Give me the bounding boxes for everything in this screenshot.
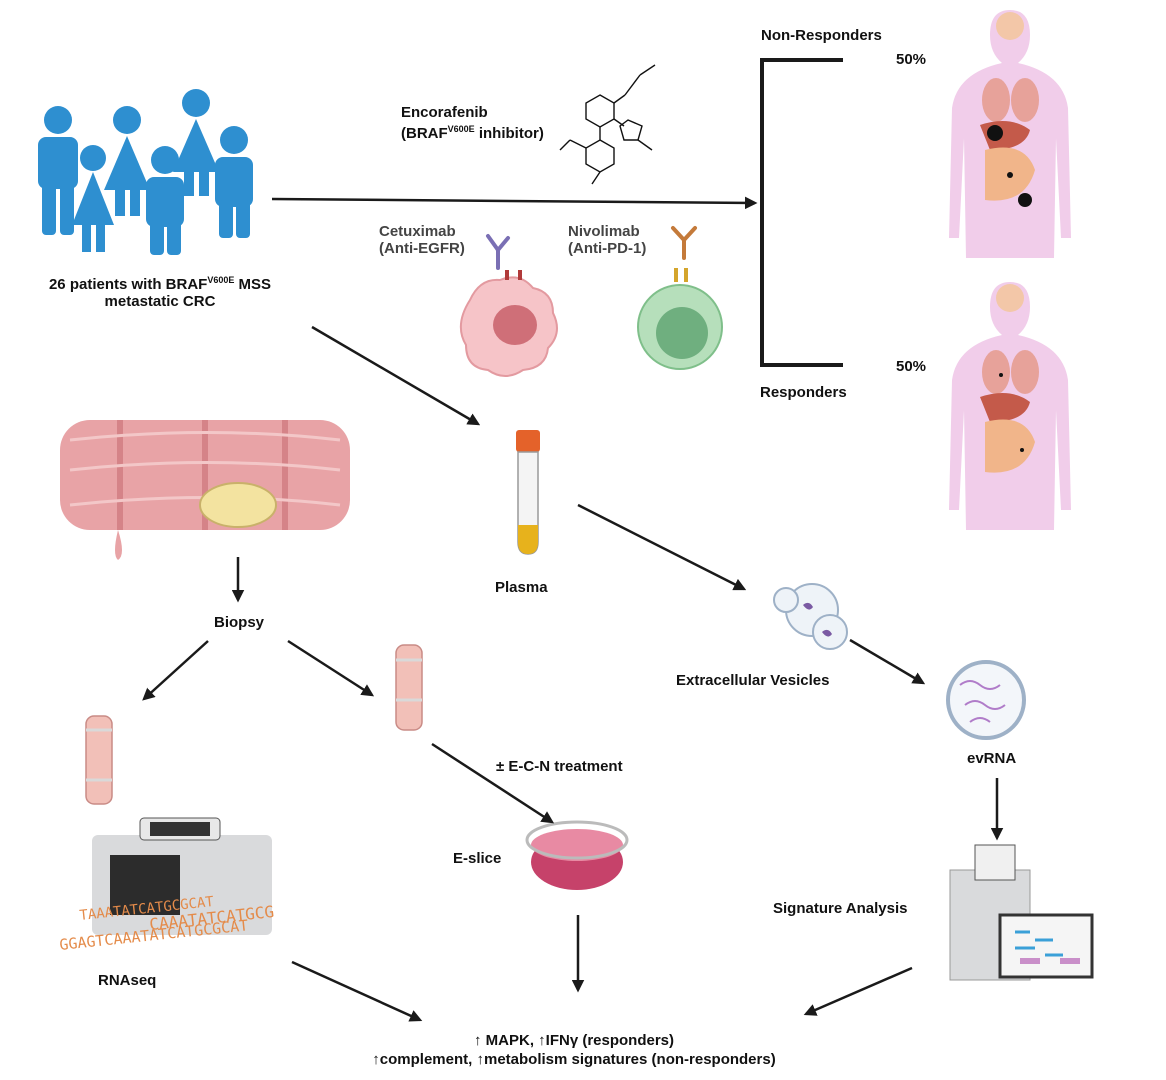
biopsy-label: Biopsy — [214, 614, 265, 631]
encorafenib-label: Encorafenib (BRAFV600E inhibitor) — [401, 104, 544, 142]
signature-analysis-label: Signature Analysis — [773, 900, 908, 917]
patients-icon — [38, 89, 253, 255]
outcome-bracket — [760, 58, 843, 367]
patients-label: 26 patients with BRAFV600E MSS metastati… — [49, 272, 271, 310]
encorafenib-paren-post: inhibitor) — [474, 125, 544, 142]
arrow-rnaseq-to-result — [291, 960, 423, 1022]
responder-body-icon — [949, 282, 1071, 530]
arrow-analysis-to-result — [803, 966, 913, 1016]
e-slice-dish-icon — [525, 820, 629, 890]
extracellular-vesicles-label: Extracellular Vesicles — [676, 672, 830, 689]
responders-percent: 50% — [896, 358, 927, 375]
cetuximab-target: (Anti-EGFR) — [379, 240, 465, 257]
cancer-cell-icon — [459, 270, 558, 377]
extracellular-vesicles-icon — [773, 583, 848, 650]
arrow-to-outcome — [271, 196, 758, 210]
arrow-to-right-core — [287, 639, 375, 697]
evrna-vesicle-icon — [946, 660, 1026, 740]
evrna-label: evRNA — [967, 750, 1017, 767]
result-line-1: ↑ MAPK, ↑IFNγ (responders) — [473, 1032, 675, 1049]
plasma-label: Plasma — [495, 579, 548, 596]
encorafenib-name: Encorafenib — [401, 104, 488, 121]
encorafenib-sup: V600E — [447, 124, 475, 134]
rnaseq-label: RNAseq — [98, 972, 157, 989]
non-responders-label: Non-Responders — [761, 27, 882, 44]
result-summary: ↑ MAPK, ↑IFNγ (responders) ↑complement, … — [372, 1031, 775, 1069]
plasma-tube-icon — [516, 430, 540, 555]
t-cell-icon — [637, 268, 723, 370]
signature-analysis-machine-icon — [949, 844, 1094, 981]
result-line-2: ↑complement, ↑metabolism signatures (non… — [372, 1051, 776, 1068]
colon-tumor-icon — [60, 420, 350, 560]
patients-label-line1-post: MSS — [234, 276, 272, 293]
cetuximab-label: Cetuximab (Anti-EGFR) — [379, 223, 465, 257]
ecn-treatment-label: ± E-C-N treatment — [496, 758, 623, 775]
arrow-to-vesicles — [577, 503, 747, 591]
patients-label-line2: metastatic CRC — [104, 293, 216, 310]
nivolimab-target: (Anti-PD-1) — [568, 240, 647, 257]
sequencer-icon — [92, 817, 272, 935]
arrow-to-evrna — [849, 638, 926, 685]
encorafenib-paren-pre: (BRAF — [401, 125, 448, 142]
tissue-core-left-icon — [85, 715, 113, 805]
nivolimab-antibody-icon — [671, 226, 697, 260]
non-responders-percent: 50% — [896, 51, 927, 68]
cetuximab-antibody-icon — [486, 234, 510, 270]
arrow-to-left-core — [142, 640, 209, 701]
tissue-core-right-icon — [395, 644, 423, 731]
nivolimab-label: Nivolimab (Anti-PD-1) — [568, 223, 646, 257]
cetuximab-name: Cetuximab — [379, 223, 456, 240]
e-slice-label: E-slice — [453, 850, 502, 867]
patients-label-sup: V600E — [207, 275, 235, 285]
patients-label-line1: 26 patients with BRAF — [48, 276, 208, 293]
arrow-to-e-slice — [431, 742, 555, 824]
non-responder-body-icon — [949, 10, 1071, 258]
responders-label: Responders — [760, 384, 847, 401]
arrow-to-plasma — [311, 325, 481, 426]
nivolimab-name: Nivolimab — [568, 223, 640, 240]
encorafenib-molecule — [559, 64, 656, 185]
